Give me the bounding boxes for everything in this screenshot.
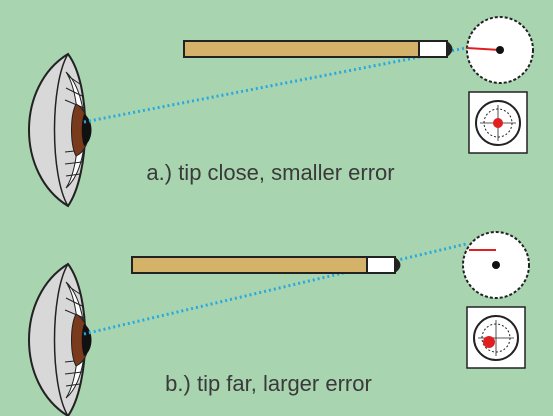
sight-line-b bbox=[83, 242, 467, 336]
target-icon bbox=[468, 91, 528, 154]
pencil-icon bbox=[131, 256, 401, 274]
target-icon bbox=[466, 306, 526, 369]
dial-icon bbox=[462, 231, 530, 299]
caption-b: b.) tip far, larger error bbox=[165, 371, 372, 396]
dial-icon bbox=[466, 16, 534, 84]
caption-a: a.) tip close, smaller error bbox=[146, 160, 395, 185]
pencil-icon bbox=[183, 40, 453, 58]
sight-line-a bbox=[83, 46, 467, 124]
